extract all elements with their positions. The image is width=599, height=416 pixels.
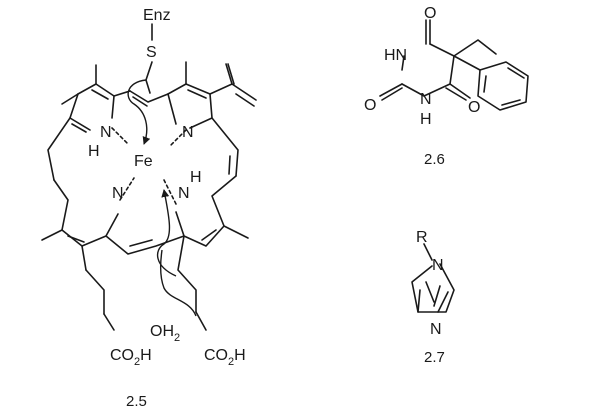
imide-nh-left: HN: [384, 47, 407, 64]
carboxylic-acid-right: CO2H: [204, 347, 246, 368]
imidazole-nitrogen-3: N: [430, 321, 442, 338]
heme-complex-2-5: Enz S: [41, 7, 257, 410]
pyrrole-ring-b: [167, 61, 257, 129]
carbonyl-oxygen-top: O: [424, 5, 436, 22]
r-substituent: R: [416, 229, 428, 246]
cysteine-thiolate-ligand: Enz S: [143, 7, 171, 94]
caption-2-7: 2.7: [424, 349, 445, 366]
carbonyl-oxygen-left: O: [364, 97, 376, 114]
carbonyl-oxygen-right: O: [468, 99, 480, 116]
enz-label: Enz: [143, 7, 171, 24]
pyrrole-ring-a: [61, 64, 131, 133]
imide-hydrogen-bottom: H: [420, 111, 432, 128]
pyrrole-hydrogen-bottom-right: H: [190, 169, 202, 186]
pyrrole-hydrogen-top-left: H: [88, 143, 100, 160]
imidazole-nitrogen-1: N: [432, 257, 444, 274]
pyrrole-ring-c: [41, 179, 119, 315]
carboxylic-acid-left: CO2H: [110, 347, 152, 368]
pyrrole-ring-d: [175, 175, 249, 313]
pyrrole-nitrogen-bottom-right: N: [178, 185, 190, 202]
phenobarbital-2-6: O HN O N H O 2.6: [364, 5, 529, 168]
pyrrole-nitrogen-bottom-left: N: [112, 185, 124, 202]
water-ligand: OH2: [150, 323, 180, 344]
caption-2-6: 2.6: [424, 151, 445, 168]
iron-atom: Fe: [134, 153, 153, 170]
caption-2-5: 2.5: [126, 393, 147, 410]
pyrrole-nitrogen-top-left: N: [100, 124, 112, 141]
pyrrole-nitrogen-top-right: N: [182, 124, 194, 141]
imide-nitrogen-bottom: N: [420, 91, 432, 108]
imidazole-2-7: R N N 2.7: [411, 229, 455, 366]
sulfur-atom: S: [146, 44, 157, 61]
